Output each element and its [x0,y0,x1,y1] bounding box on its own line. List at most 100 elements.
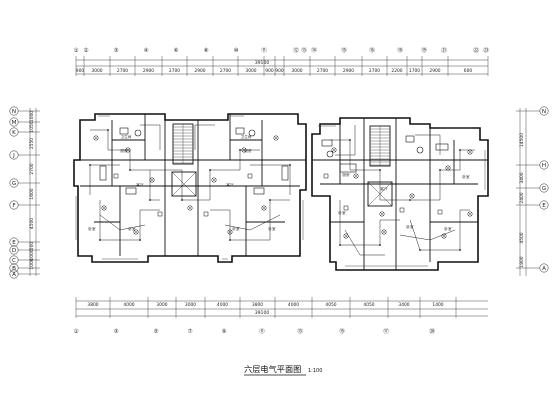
ceiling-light-icon [211,177,217,183]
bottom-dimension-label: 3800 [87,302,98,308]
bottom-axis-bubble: ⑪ [259,327,265,335]
left-dimension-label: 500 [29,242,35,251]
bottom-dimension-label: 4050 [325,302,336,308]
ceiling-light-icon [227,229,233,235]
left-axis-bubble: G [12,181,16,187]
top-dimension-label: 600 [464,68,473,74]
junction-dot [89,164,91,166]
top-dimension-label: 2900 [343,68,354,74]
ceiling-light-icon [133,229,139,235]
left-dimension-label: 1050 [29,121,35,132]
ceiling-light-icon [101,205,107,211]
bottom-axis-bubble: ⑳ [429,327,435,335]
top-dimension-label: 900 [265,68,274,74]
room-label: 卧室 [232,226,240,231]
top-dimension-label: 2700 [220,68,231,74]
ceiling-light-icon [187,205,193,211]
room-label: 卧室 [406,224,414,229]
bottom-axis-bubble: ⑤ [153,328,158,335]
ceiling-light-icon [331,147,337,153]
left-axis-bubble: B [12,266,16,272]
junction-dot [107,129,109,131]
right-dimension-label: 2400 [519,192,525,203]
ceiling-light-icon [467,211,473,217]
left-axis-bubble: K [12,130,16,136]
junction-dot [459,149,461,151]
electrical-symbols [89,129,473,251]
building-left-unit [73,113,307,263]
room-label: 卧室 [338,210,346,215]
junction-dot [209,169,211,171]
bottom-dimension-label: 4000 [288,302,299,308]
top-axis-bubble: ④ [143,47,148,54]
junction-dot [129,169,131,171]
junction-dot [99,239,101,241]
top-total-dimension: 39100 [255,60,270,66]
right-axis-bubble: G [542,186,546,192]
junction-dot [379,244,381,246]
left-axis-bubble: J [12,153,15,159]
junction-dot [149,199,151,201]
right-axis-bubble: N [542,109,546,115]
junction-dot [379,169,381,171]
top-axis-bubble: ⑮ [341,46,347,54]
right-axis-bubble: H [542,163,546,169]
top-dimension-label: 2900 [194,68,205,74]
junction-dot [229,239,231,241]
junction-dot [339,244,341,246]
room-label: 卫生间 [121,134,132,139]
junction-dot [289,164,291,166]
building-right-unit [311,117,489,271]
bottom-axis-bubble: ⑮ [339,327,345,335]
bottom-axis-bubble: ⑦ [187,328,192,335]
top-axis-bubble: ㉑ [441,46,447,54]
bottom-axis-bubble: ⑨ [221,328,226,335]
right-dimension-label: 14500 [519,133,525,147]
right-dimension-label: 3400 [519,172,525,183]
room-label: 厨房 [342,172,350,177]
junction-dot [349,139,351,141]
top-dimension-label: 2900 [143,68,154,74]
top-dimension-label: 2900 [429,68,440,74]
junction-dot [181,199,183,201]
right-dimension-label: 4500 [519,232,525,243]
bottom-dimension-label: 4000 [123,302,134,308]
ceiling-light-icon [125,147,131,153]
ceiling-light-icon [441,233,447,239]
drawing-scale: 1:100 [308,368,322,374]
bottom-axis-bubble: ① [73,328,78,335]
switch-icon [343,205,349,211]
room-label: 厨房 [244,148,252,153]
top-axis-bubble: ⑩ [233,47,238,54]
left-dimension-label: 1000 [29,111,35,122]
drawing-title: 六层电气平面图 [244,364,301,374]
switch-icon [157,211,163,217]
ceiling-light-icon [273,135,279,141]
room-label: 卧室 [88,226,96,231]
bottom-axis-bubble: ⑰ [383,327,389,335]
ceiling-light-icon [467,149,473,155]
top-dimension-label: 900 [275,68,284,74]
switch-icon [203,211,209,217]
bottom-axis-bubble: ⑬ [297,327,303,335]
ceiling-light-icon [149,177,155,183]
right-axis-bubble: E [542,203,546,209]
junction-dot [439,169,441,171]
room-label: 厨房 [120,148,128,153]
room-labels: 卧室卧室客厅客厅卧室卧室厨房厨房卫生间卫生间卧室卧室客厅卧室卧室厨房 [88,134,470,231]
left-axis-bubble: D [12,248,16,254]
top-dimension-label: 2200 [391,68,402,74]
room-label: 卧室 [268,226,276,231]
room-label: 客厅 [226,182,234,187]
top-dimension-label: 900 [76,68,85,74]
bottom-dimension-label: 3000 [185,302,196,308]
top-dimension-label: 3000 [91,68,102,74]
switch-icon [437,209,443,215]
top-axis-bubble: ⑥ [173,47,178,54]
junction-dot [139,239,141,241]
bottom-dimension-label: 4000 [217,302,228,308]
room-label: 客厅 [136,182,144,187]
left-dimension-label: 1600 [29,188,35,199]
